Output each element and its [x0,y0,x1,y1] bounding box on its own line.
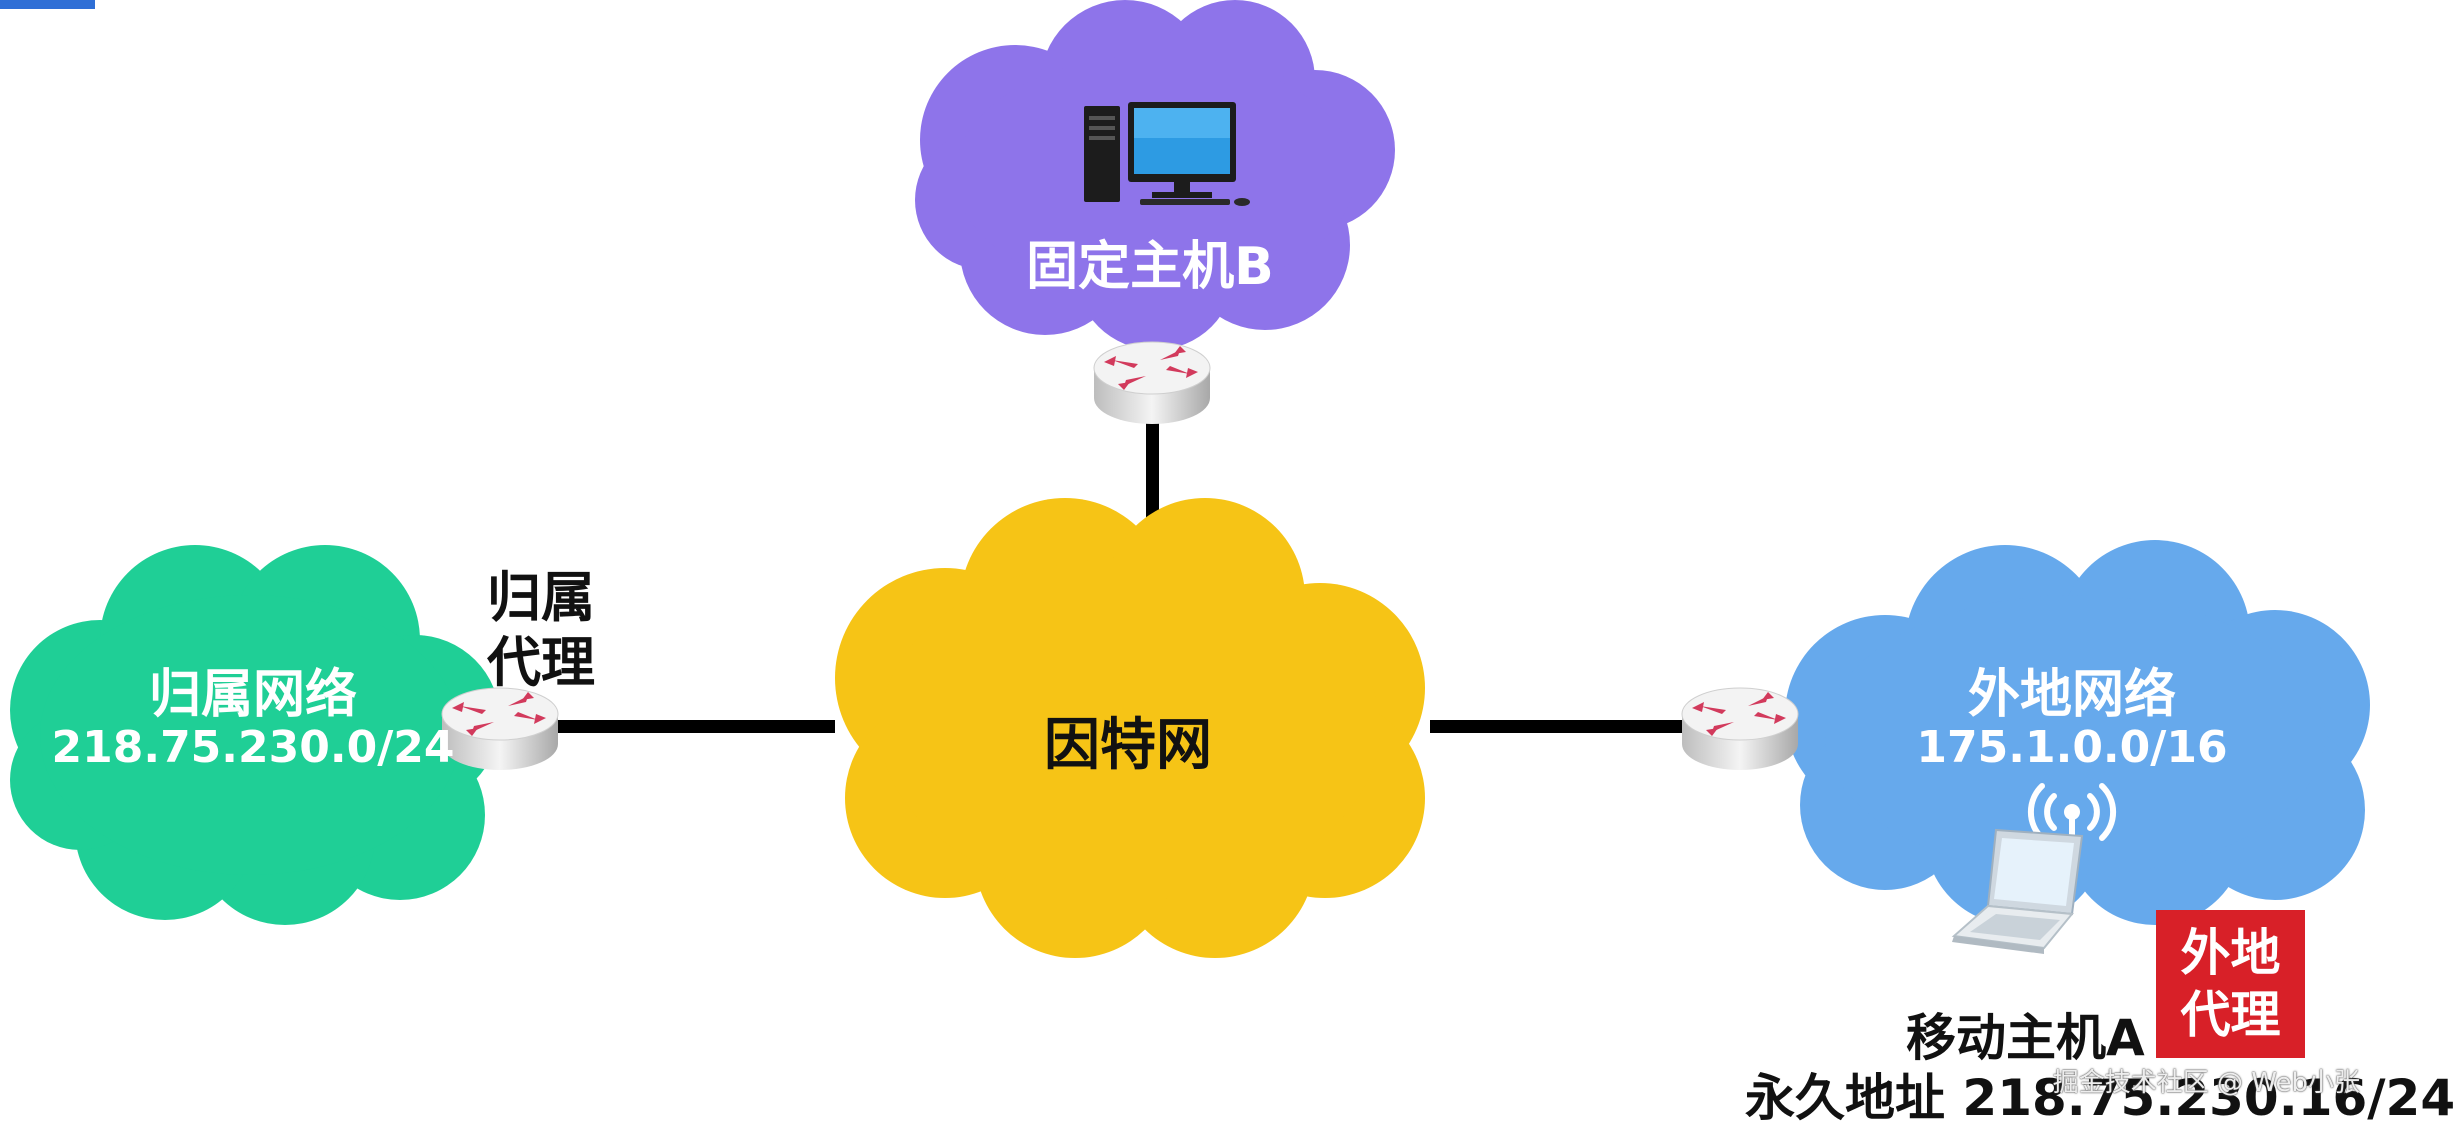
link-home-agent-to-internet [555,720,835,733]
home-network-subnet: 218.75.230.0/24 [51,722,455,773]
home-agent-router-icon[interactable] [438,676,563,776]
watermark-text: 掘金技术社区 @ Web小张 [2052,1068,2360,1098]
mobile-host-permanent-address: 永久地址 218.75.230.16/24 [1745,1069,2455,1127]
internet-cloud [835,498,1425,958]
foreign-network-router-icon[interactable] [1678,676,1803,776]
top-accent-bar [0,0,95,9]
internet-label: 因特网 [1044,713,1212,778]
foreign-network-name: 外地网络 [1967,665,2177,725]
host-b-router-icon[interactable] [1090,330,1215,430]
link-host-b-to-internet [1146,420,1159,530]
desktop-computer-icon [1084,102,1250,206]
link-internet-to-foreign-router [1430,720,1692,733]
foreign-network-subnet: 175.1.0.0/16 [1916,722,2228,773]
laptop-icon[interactable] [1948,826,2088,956]
foreign-agent-label-line2: 代理 [2180,986,2281,1044]
foreign-network-cloud [1785,540,2370,925]
foreign-agent-label-line1: 外地 [2180,924,2281,982]
wifi-signal-icon [2027,783,2117,850]
mobile-host-name: 移动主机A [1906,1009,2145,1067]
foreign-agent-badge: 外地 代理 [2156,910,2305,1058]
top-network-cloud [915,0,1395,350]
home-network-name: 归属网络 [148,665,358,725]
home-agent-label-line2: 代理 [487,631,595,694]
home-agent-label-line1: 归属 [487,566,595,629]
home-network-cloud [10,545,500,925]
host-b-label: 固定主机B [1026,237,1274,297]
